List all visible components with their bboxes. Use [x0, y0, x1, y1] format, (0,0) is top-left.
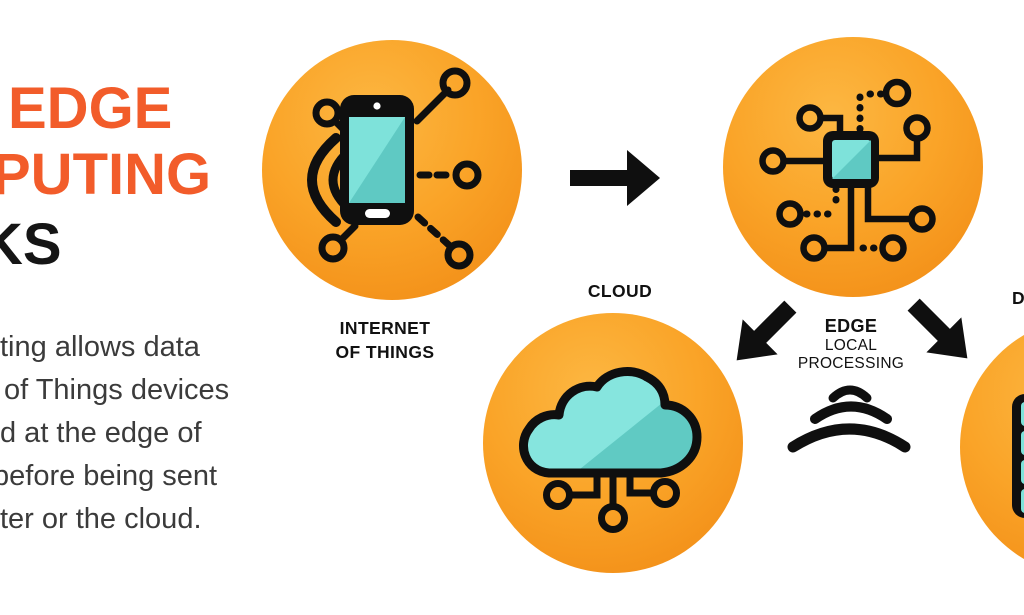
- intro-line: d at the edge of: [0, 417, 202, 449]
- smartphone-iot-icon: [307, 67, 482, 270]
- iot-label: INTERNET OF THINGS: [265, 316, 505, 364]
- title-line-2: PUTING: [0, 142, 212, 207]
- datacenter-label: D: [1012, 288, 1024, 308]
- chip-icon: [759, 78, 936, 262]
- arrow-right-icon: [570, 150, 660, 206]
- intro-paragraph: ting allows data of Things devices d at …: [0, 326, 229, 541]
- title-line-3: KS: [0, 212, 62, 277]
- arrow-down-right-icon: [907, 298, 968, 359]
- arrow-down-left-icon: [736, 300, 797, 361]
- cloud-icon: [519, 367, 702, 533]
- server-icon: [1012, 394, 1024, 518]
- cloud-circle: [483, 313, 743, 573]
- edge-label-title: EDGE: [824, 316, 878, 336]
- iot-label-line2: OF THINGS: [335, 342, 435, 362]
- title-line-1: EDGE: [8, 76, 173, 141]
- edge-label-sub1: LOCAL: [824, 337, 878, 354]
- edge-label-sub2: PROCESSING: [797, 354, 905, 372]
- edge-label: EDGE LOCAL PROCESSING: [756, 315, 946, 372]
- iot-label-line1: INTERNET: [339, 318, 431, 338]
- signal-waves-icon: [787, 385, 911, 453]
- iot-circle: [262, 40, 522, 300]
- cloud-label: CLOUD: [587, 281, 653, 301]
- edge-circle: [723, 37, 983, 297]
- intro-line: before being sent: [0, 460, 218, 492]
- intro-line: ter or the cloud.: [0, 503, 202, 535]
- intro-line: ting allows data: [0, 331, 200, 363]
- intro-line: of Things devices: [4, 374, 230, 406]
